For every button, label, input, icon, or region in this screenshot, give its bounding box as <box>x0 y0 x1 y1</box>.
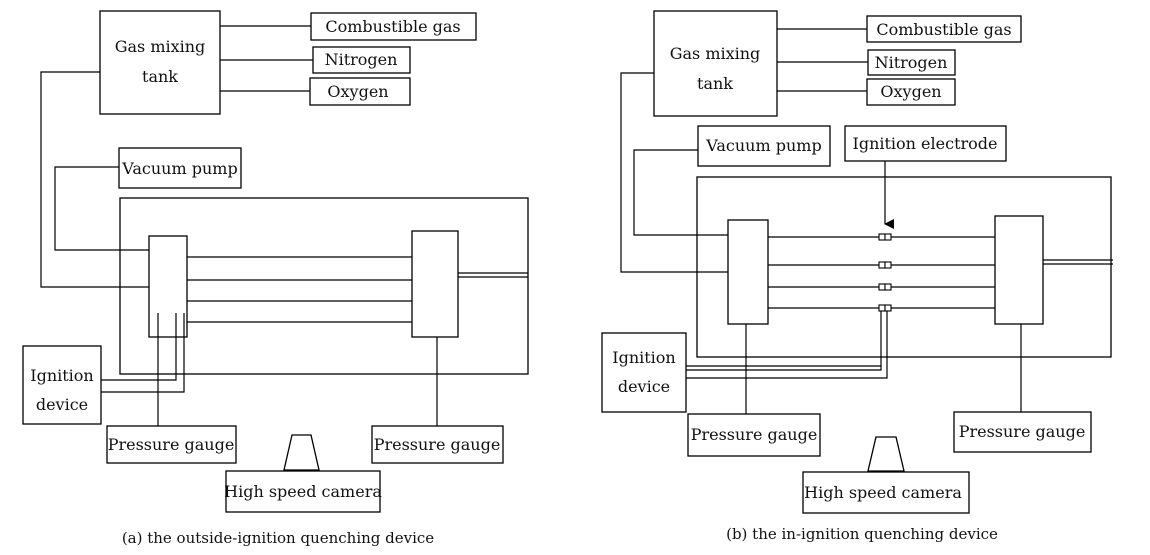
ignition-label-line2: device <box>36 395 88 414</box>
oxygen-box-a <box>309 77 411 106</box>
pressure-gauge-left-label: Pressure gauge <box>691 425 818 444</box>
camera-lens-icon-b <box>867 436 905 472</box>
high-speed-camera-label: High speed camera <box>224 482 382 501</box>
enclosure-a <box>119 197 529 375</box>
vacuum-pump-label: Vacuum pump <box>121 159 237 178</box>
ignition-wire-2-b <box>686 311 888 379</box>
ignition-device-box-a <box>22 345 102 425</box>
right-chamber-a <box>411 230 459 338</box>
oxygen-label: Oxygen <box>327 82 388 101</box>
vacuum-pump-box-b <box>697 125 831 167</box>
combustible-gas-box-a <box>310 12 477 41</box>
enclosure-b <box>696 176 1112 358</box>
combustible-gas-box-b <box>866 15 1022 43</box>
gas-mixing-tank-a <box>99 10 221 115</box>
ignition-label-line1: Ignition <box>612 348 675 367</box>
gas-mixing-tank-b <box>653 10 778 117</box>
ignition-wire-1-a <box>101 313 177 381</box>
nitrogen-box-b <box>867 49 956 76</box>
pressure-gauge-right-a <box>371 425 504 464</box>
ignition-label-line2: device <box>618 377 670 396</box>
ignition-wire-1-b <box>686 311 882 371</box>
tank-label-line2: tank <box>142 67 178 86</box>
pressure-gauge-left-b <box>687 413 821 457</box>
nitrogen-label: Nitrogen <box>325 50 398 69</box>
high-speed-camera-label: High speed camera <box>804 483 962 502</box>
vacuum-pump-label: Vacuum pump <box>705 136 821 155</box>
vacuum-pipe-b <box>633 149 734 236</box>
pressure-gauge-right-label: Pressure gauge <box>374 435 501 454</box>
ignition-label-line1: Ignition <box>30 366 93 385</box>
camera-lens-icon-a <box>283 434 320 471</box>
caption-b: (b) the in-ignition quenching device <box>726 525 998 543</box>
panel-b: Gas mixing tank Combustible gas Nitrogen… <box>601 10 1113 543</box>
tank-label-line2: tank <box>697 74 733 93</box>
ignition-electrode-label: Ignition electrode <box>853 134 998 153</box>
nitrogen-box-a <box>312 46 411 74</box>
right-chamber-b <box>994 215 1044 325</box>
tank-label-line1: Gas mixing <box>115 37 206 56</box>
left-chamber-a <box>148 235 188 338</box>
pressure-gauge-left-label: Pressure gauge <box>108 435 235 454</box>
ignition-electrode-box-b <box>844 125 1007 162</box>
nitrogen-label: Nitrogen <box>875 53 948 72</box>
vacuum-pipe-a <box>54 166 159 251</box>
pressure-gauge-right-label: Pressure gauge <box>959 422 1086 441</box>
high-speed-camera-box-b <box>802 471 970 514</box>
tank-label-line1: Gas mixing <box>670 44 761 63</box>
oxygen-box-b <box>866 78 956 106</box>
pressure-gauge-left-a <box>106 425 237 464</box>
tank-pipe-b <box>620 72 740 273</box>
vacuum-pump-box-a <box>118 147 242 189</box>
high-speed-camera-box-a <box>225 470 381 513</box>
ignition-device-box-b <box>601 332 687 413</box>
combustible-gas-label: Combustible gas <box>876 20 1011 39</box>
tank-pipe-a <box>40 71 159 288</box>
caption-a: (a) the outside-ignition quenching devic… <box>122 529 434 547</box>
oxygen-label: Oxygen <box>880 82 941 101</box>
ignition-wire-2-a <box>101 313 185 393</box>
combustible-gas-label: Combustible gas <box>325 17 460 36</box>
electrode-marks-b <box>878 233 892 312</box>
left-chamber-b <box>727 219 769 325</box>
panel-a: Gas mixing tank Combustible gas Nitrogen… <box>22 10 529 547</box>
pressure-gauge-right-b <box>953 411 1092 453</box>
